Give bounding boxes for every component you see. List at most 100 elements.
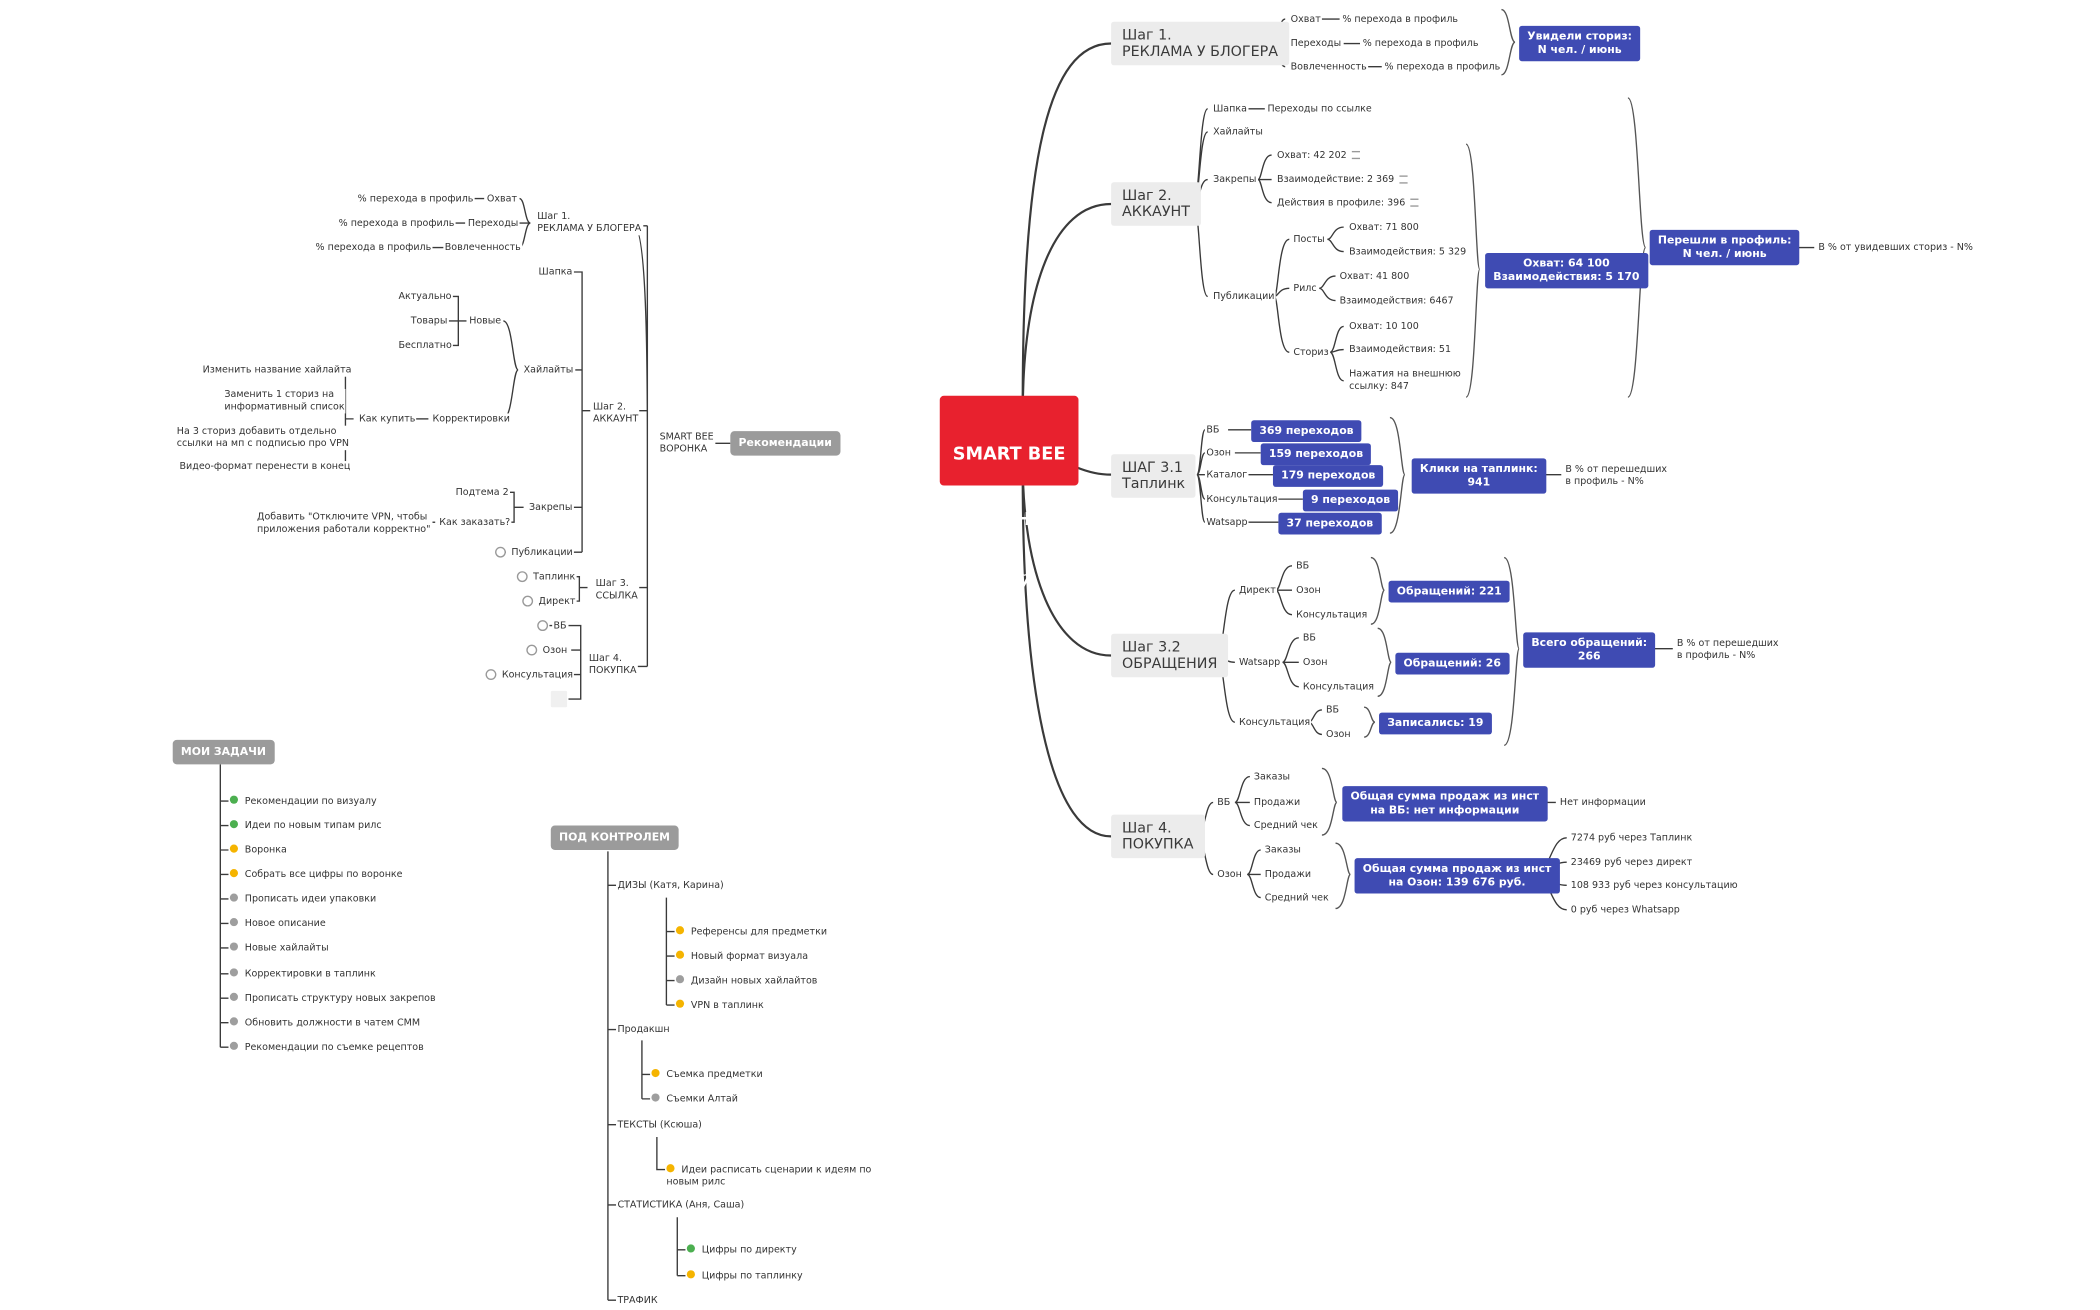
left-goods[interactable]: Товары <box>409 315 449 328</box>
left-subtopic2[interactable]: Подтема 2 <box>454 486 511 500</box>
s4-ozon-item-3[interactable]: 108 933 руб через консультацию <box>1569 879 1740 893</box>
step31-node[interactable]: ШАГ 3.1 Таплинк <box>1111 454 1197 498</box>
s2-posts-interactions[interactable]: Взаимодействия: 5 329 <box>1347 246 1468 259</box>
s2-posts[interactable]: Посты <box>1292 233 1326 247</box>
s2-highlights[interactable]: Хайлайты <box>1211 126 1265 139</box>
left-taplink[interactable]: Таплинк <box>531 571 577 584</box>
s31-channel-value[interactable]: 179 переходов <box>1272 465 1384 487</box>
control-stat-item[interactable]: Цифры по таплинку <box>685 1270 804 1283</box>
left-third[interactable]: На 3 сториз добавить отдельно ссылки на … <box>175 425 351 451</box>
s32-direct-vb[interactable]: ВБ <box>1294 560 1311 573</box>
control-diz-item[interactable]: Новый формат визуала <box>674 950 810 963</box>
left-vpn[interactable]: Добавить "Отключите VPN, чтобы приложени… <box>255 511 432 536</box>
collapse-icon[interactable] <box>537 620 549 632</box>
s32-consult[interactable]: Консультация <box>1237 716 1312 729</box>
left-step4[interactable]: Шаг 4. ПОКУПКА <box>587 652 638 678</box>
s2-pins-reach[interactable]: Охват: 42 202 <box>1275 149 1362 162</box>
task-item[interactable]: Корректировки в таплинк <box>228 968 378 981</box>
control-prod-item[interactable]: Съемка предметки <box>650 1068 765 1082</box>
recommendations-tag[interactable]: Рекомендации <box>730 431 841 456</box>
s4-ozon-sales[interactable]: Продажи <box>1263 869 1313 882</box>
left-rename[interactable]: Изменить название хайлайта <box>201 364 353 377</box>
control-texts[interactable]: ТЕКСТЫ (Ксюша) <box>616 1119 704 1132</box>
s2-stories-reach[interactable]: Охват: 10 100 <box>1347 320 1421 334</box>
s32-wa-sum[interactable]: Обращений: 26 <box>1395 652 1510 675</box>
left-step3[interactable]: Шаг 3. ССЫЛКА <box>594 578 640 603</box>
control-diz[interactable]: ДИЗЫ (Катя, Карина) <box>616 879 726 893</box>
s2-pins-interactions[interactable]: Взаимодействие: 2 369 <box>1275 174 1410 187</box>
task-item[interactable]: Собрать все цифры по воронке <box>228 869 404 882</box>
task-item[interactable]: Воронка <box>228 844 289 857</box>
control-texts-item[interactable]: Идеи расписать сценарии к идеям по новым… <box>665 1164 873 1189</box>
control-diz-item[interactable]: Дизайн новых хайлайтов <box>674 975 819 988</box>
my-tasks-title[interactable]: МОИ ЗАДАЧИ <box>172 739 275 765</box>
s31-pct[interactable]: В % от перешедших в профиль - N% <box>1564 463 1669 489</box>
collapse-icon[interactable] <box>485 669 497 680</box>
left-step2[interactable]: Шаг 2. АККАУНТ <box>591 401 640 426</box>
s31-channel-value[interactable]: 369 переходов <box>1251 420 1362 442</box>
s4-vb[interactable]: ВБ <box>1215 796 1232 810</box>
s4-vb-sales[interactable]: Продажи <box>1252 796 1302 810</box>
s1-transitions-value[interactable]: % перехода в профиль <box>1361 38 1480 51</box>
left-header[interactable]: Шапка <box>537 266 574 279</box>
s32-pct[interactable]: В % от перешедших в профиль - N% <box>1675 637 1780 663</box>
collapse-icon[interactable] <box>516 571 528 583</box>
control-diz-item[interactable]: Референсы для предметки <box>674 926 829 939</box>
s4-ozon-orders[interactable]: Заказы <box>1263 844 1303 857</box>
s2-pins[interactable]: Закрепы <box>1211 174 1258 187</box>
under-control-title[interactable]: ПОД КОНТРОЛЕМ <box>550 825 679 850</box>
left-free[interactable]: Бесплатно <box>397 340 454 353</box>
s32-consult-ozon[interactable]: Озон <box>1324 728 1352 742</box>
s1-transitions[interactable]: Переходы <box>1289 38 1343 51</box>
step4-node[interactable]: Шаг 4. ПОКУПКА <box>1111 814 1205 859</box>
s2-pins-actions[interactable]: Действия в профиле: 396 <box>1275 197 1421 210</box>
s2-reels-interactions[interactable]: Взаимодействия: 6467 <box>1338 295 1455 308</box>
task-item[interactable]: Новое описание <box>228 918 328 931</box>
s31-channel-value[interactable]: 9 переходов <box>1302 489 1399 512</box>
left-trans[interactable]: Переходы <box>466 217 520 230</box>
control-traffic[interactable]: ТРАФИК <box>616 1294 659 1307</box>
left-new[interactable]: Новые <box>467 315 503 328</box>
s32-wa-vb[interactable]: ВБ <box>1301 632 1318 645</box>
s31-channel-label[interactable]: Озон <box>1204 447 1233 460</box>
s4-ozon-item-4[interactable]: 0 руб через Whatsapp <box>1569 904 1682 917</box>
s4-vb-orders[interactable]: Заказы <box>1252 771 1292 784</box>
s32-consult-sum[interactable]: Записались: 19 <box>1379 712 1492 735</box>
left-replace[interactable]: Заменить 1 сториз на информативный списо… <box>223 388 346 414</box>
step32-node[interactable]: Шаг 3.2 ОБРАЩЕНИЯ <box>1111 633 1229 678</box>
s2-stories-links[interactable]: Нажатия на внешнюю ссылку: 847 <box>1347 368 1463 394</box>
step1-node[interactable]: Шаг 1. РЕКЛАМА У БЛОГЕРА <box>1111 21 1289 66</box>
left-corrections[interactable]: Корректировки <box>431 413 512 426</box>
s2-reels[interactable]: Рилс <box>1292 282 1318 296</box>
left-video[interactable]: Видео-формат перенести в конец <box>178 461 352 474</box>
s1-reach[interactable]: Охват <box>1289 13 1323 26</box>
left-root[interactable]: SMART BEE ВОРОНКА <box>658 431 716 456</box>
s2-header[interactable]: Шапка <box>1211 103 1249 116</box>
left-ozon[interactable]: Озон <box>541 644 569 657</box>
control-diz-item[interactable]: VPN в таплинк <box>674 999 766 1012</box>
left-publications[interactable]: Публикации <box>510 546 575 559</box>
s4-ozon-sum[interactable]: Общая сумма продаж из инст на Озон: 139 … <box>1354 858 1560 894</box>
task-item[interactable]: Новые хайлайты <box>228 942 330 955</box>
s31-channel-value[interactable]: 159 переходов <box>1260 443 1372 466</box>
collapse-icon[interactable] <box>526 644 538 656</box>
s31-channel-label[interactable]: ВБ <box>1204 424 1221 437</box>
s32-direct-sum[interactable]: Обращений: 221 <box>1388 580 1510 603</box>
s4-ozon-item-1[interactable]: 7274 руб через Таплинк <box>1569 832 1694 845</box>
s32-consult-vb[interactable]: ВБ <box>1324 704 1341 717</box>
left-howbuy[interactable]: Как купить <box>357 413 417 426</box>
left-pins[interactable]: Закрепы <box>527 501 574 515</box>
s4-ozon-item-2[interactable]: 23469 руб через директ <box>1569 856 1694 870</box>
root-node[interactable]: SMART BEE ВОРОНКА МАЙ <box>939 395 1079 596</box>
s2-reels-reach[interactable]: Охват: 41 800 <box>1338 270 1411 283</box>
s31-channel-label[interactable]: Watsapp <box>1204 516 1249 530</box>
task-item[interactable]: Обновить должности в чатем СММ <box>228 1017 422 1030</box>
s32-total[interactable]: Всего обращений: 266 <box>1523 632 1656 668</box>
left-trans-pct[interactable]: % перехода в профиль <box>337 217 456 230</box>
s32-direct[interactable]: Директ <box>1237 584 1278 598</box>
s31-channel-label[interactable]: Каталог <box>1204 469 1249 482</box>
left-reach[interactable]: Охват <box>485 193 519 206</box>
s4-vb-info[interactable]: Нет информации <box>1558 796 1648 810</box>
control-production[interactable]: Продакшн <box>616 1024 671 1037</box>
left-eng[interactable]: Вовлеченность <box>443 242 523 255</box>
